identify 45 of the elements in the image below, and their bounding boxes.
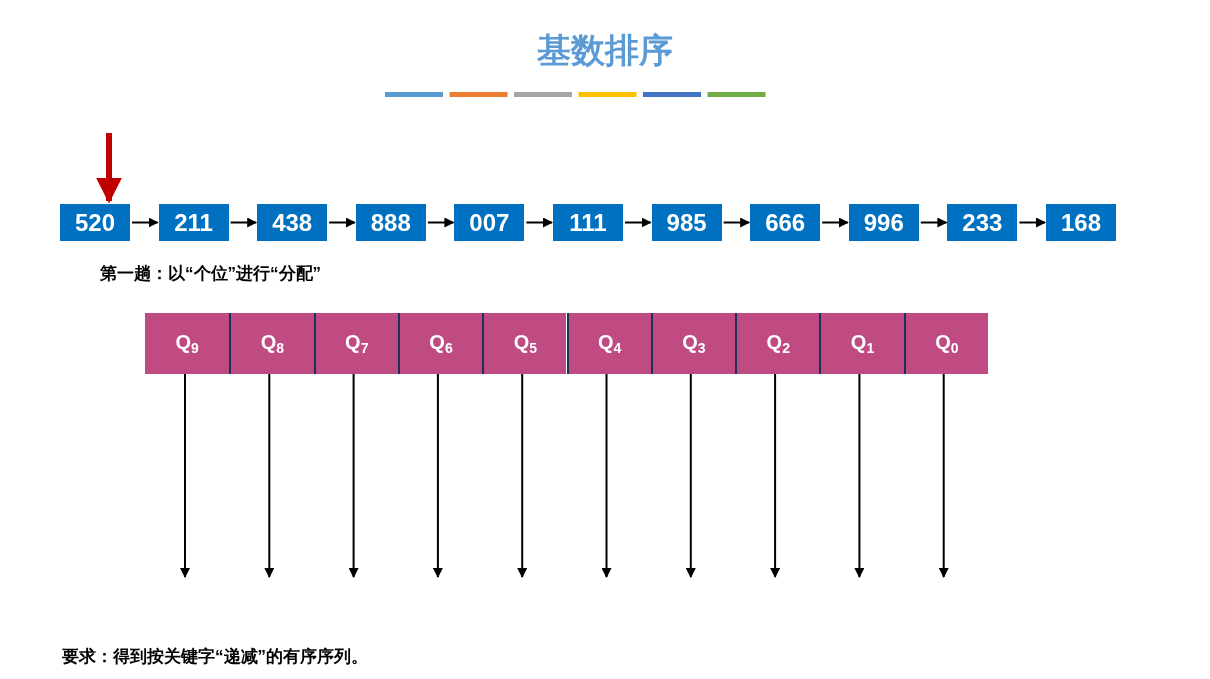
number-box: 438 xyxy=(257,204,328,241)
arrow xyxy=(770,373,781,578)
arrow xyxy=(854,373,865,578)
queue-box: Q$_{9}$ xyxy=(145,313,230,374)
note-text: 要求：得到按关键字“递减”的有序序列。 xyxy=(62,646,368,668)
arrow xyxy=(229,217,258,228)
arrow xyxy=(601,373,612,578)
number-box: 168 xyxy=(1046,204,1116,241)
arrow xyxy=(1018,217,1046,228)
number-box: 211 xyxy=(158,204,229,241)
queue-box: Q$_{8}$ xyxy=(229,313,314,374)
arrow xyxy=(525,217,553,228)
queue-box: Q$_{5}$ xyxy=(482,313,567,374)
arrow xyxy=(96,133,122,204)
queue-box: Q$_{3}$ xyxy=(650,313,736,374)
arrow xyxy=(722,217,751,228)
queue-box: Q$_{0}$ xyxy=(903,313,988,374)
note-text: 第一趟：以“个位”进行“分配” xyxy=(100,263,321,285)
number-box: 985 xyxy=(651,204,722,241)
arrow xyxy=(131,217,159,228)
arrow xyxy=(426,217,455,228)
arrow xyxy=(624,217,652,228)
number-box: 111 xyxy=(553,204,623,241)
arrow xyxy=(264,373,275,578)
queue-box: Q$_{1}$ xyxy=(819,313,904,374)
arrow xyxy=(938,373,949,578)
arrow xyxy=(517,373,528,578)
number-box: 233 xyxy=(947,204,1018,241)
number-box: 520 xyxy=(60,204,130,241)
arrow xyxy=(432,373,443,578)
arrow xyxy=(685,373,696,578)
number-box: 888 xyxy=(355,204,426,241)
arrow xyxy=(328,217,356,228)
number-box: 007 xyxy=(454,204,525,241)
arrow xyxy=(919,217,948,228)
number-box: 996 xyxy=(848,204,919,241)
queue-box: Q$_{6}$ xyxy=(397,313,483,374)
arrow xyxy=(180,373,190,578)
queue-box: Q$_{7}$ xyxy=(313,313,398,374)
arrow xyxy=(821,217,849,228)
queue-box: Q$_{4}$ xyxy=(566,313,651,374)
number-box: 666 xyxy=(750,204,821,241)
queue-box: Q$_{2}$ xyxy=(735,313,820,374)
title: 基数排序 xyxy=(537,30,673,71)
arrow xyxy=(348,373,359,578)
